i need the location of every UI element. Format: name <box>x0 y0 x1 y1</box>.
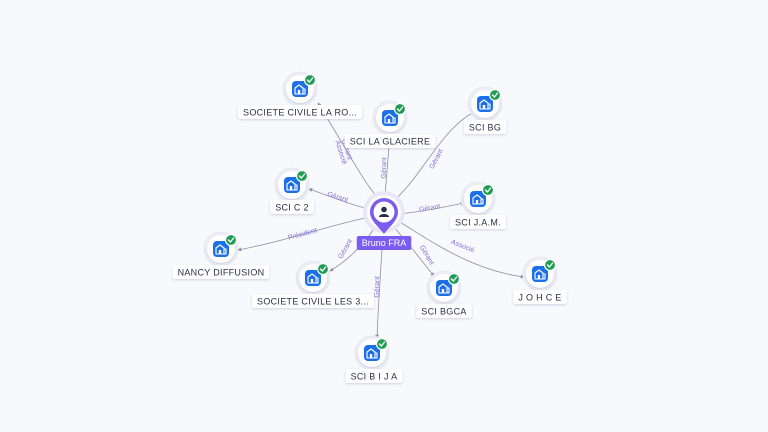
label-box <box>344 134 436 148</box>
verified-check-icon <box>316 262 330 276</box>
verified-check-icon <box>375 337 389 351</box>
edge-role-label: Président <box>287 227 317 241</box>
verified-check-icon <box>295 169 309 183</box>
company-name: J O H C E <box>518 293 561 303</box>
verified-check-icon <box>224 233 238 247</box>
building-icon <box>305 270 321 286</box>
building-icon <box>284 177 300 193</box>
edge-role-label: Associé <box>450 239 475 255</box>
building-icon <box>213 241 229 257</box>
edge-line <box>397 220 525 279</box>
verified-check-icon <box>481 183 495 197</box>
company-label[interactable]: SOCIETE CIVILE LA RO... <box>238 105 362 119</box>
company-label[interactable]: J O H C E <box>513 290 567 304</box>
company-label[interactable]: SOCIETE CIVILE LES 3... <box>252 294 374 308</box>
center-person-name: Bruno FRA <box>362 238 407 248</box>
label-box <box>513 290 567 304</box>
company-node[interactable] <box>274 167 310 203</box>
label-box <box>252 294 374 308</box>
edge-role-label: Gérant <box>429 148 445 170</box>
company-name: SCI C 2 <box>275 203 309 213</box>
company-name: SCI J.A.M. <box>455 218 501 228</box>
company-node[interactable] <box>522 256 558 292</box>
company-node[interactable] <box>467 86 503 122</box>
company-name: SCI LA GLACIERE <box>350 137 431 147</box>
company-node[interactable] <box>372 100 408 136</box>
person-icon <box>379 206 389 217</box>
company-label[interactable]: NANCY DIFFUSION <box>172 265 270 279</box>
company-name: SCI B I J A <box>351 372 398 382</box>
edge-line <box>391 111 475 203</box>
building-icon <box>477 96 493 112</box>
verified-check-icon <box>447 272 461 286</box>
company-name: NANCY DIFFUSION <box>178 268 265 278</box>
company-node[interactable] <box>282 71 318 107</box>
verified-check-icon <box>303 73 317 87</box>
edge-role-label: Gérant <box>418 244 435 266</box>
building-icon <box>470 191 486 207</box>
nodes-layer: SOCIETE CIVILE LA RO... SCI LA GLACIERE SC… <box>172 71 567 383</box>
building-icon <box>292 81 308 97</box>
edge-line <box>391 224 435 277</box>
company-label[interactable]: SCI C 2 <box>270 200 314 214</box>
company-name: SOCIETE CIVILE LA RO... <box>243 108 357 118</box>
label-box <box>172 265 270 279</box>
company-node[interactable] <box>426 270 462 306</box>
center-person-node[interactable]: Bruno FRA <box>356 191 412 250</box>
company-name: SOCIETE CIVILE LES 3... <box>257 297 369 307</box>
edge-role-label: Gérant <box>337 238 354 260</box>
label-box <box>270 200 314 214</box>
verified-check-icon <box>488 88 502 102</box>
label-box <box>463 120 507 134</box>
edge-line <box>237 216 371 252</box>
company-name: SCI BG <box>469 123 501 133</box>
company-node[interactable] <box>354 335 390 371</box>
edge-role-label: Gérant <box>419 203 441 214</box>
company-node[interactable] <box>295 260 331 296</box>
verified-check-icon <box>543 258 557 272</box>
label-box <box>238 105 362 119</box>
company-label[interactable]: SCI J.A.M. <box>449 215 507 229</box>
verified-check-icon <box>393 102 407 116</box>
edge-role-label: Gérant <box>326 191 349 204</box>
company-name: SCI BGCA <box>421 307 466 317</box>
company-label[interactable]: SCI BG <box>463 120 507 134</box>
center-label-box <box>356 236 412 250</box>
center-name-label[interactable]: Bruno FRA <box>356 236 412 250</box>
label-box <box>416 304 472 318</box>
company-node[interactable] <box>203 231 239 267</box>
label-box <box>345 369 403 383</box>
edge-role-label: Gérant <box>374 276 382 298</box>
building-icon <box>382 110 398 126</box>
edge-line <box>329 224 377 272</box>
edge-line <box>375 249 383 339</box>
edge-role-label: Gérant <box>381 157 389 179</box>
building-icon <box>364 345 380 361</box>
label-box <box>449 215 507 229</box>
building-icon <box>436 280 452 296</box>
company-label[interactable]: SCI LA GLACIERE <box>344 134 436 148</box>
company-label[interactable]: SCI B I J A <box>345 369 403 383</box>
company-label[interactable]: SCI BGCA <box>416 304 472 318</box>
building-icon <box>532 266 548 282</box>
company-node[interactable] <box>460 181 496 217</box>
